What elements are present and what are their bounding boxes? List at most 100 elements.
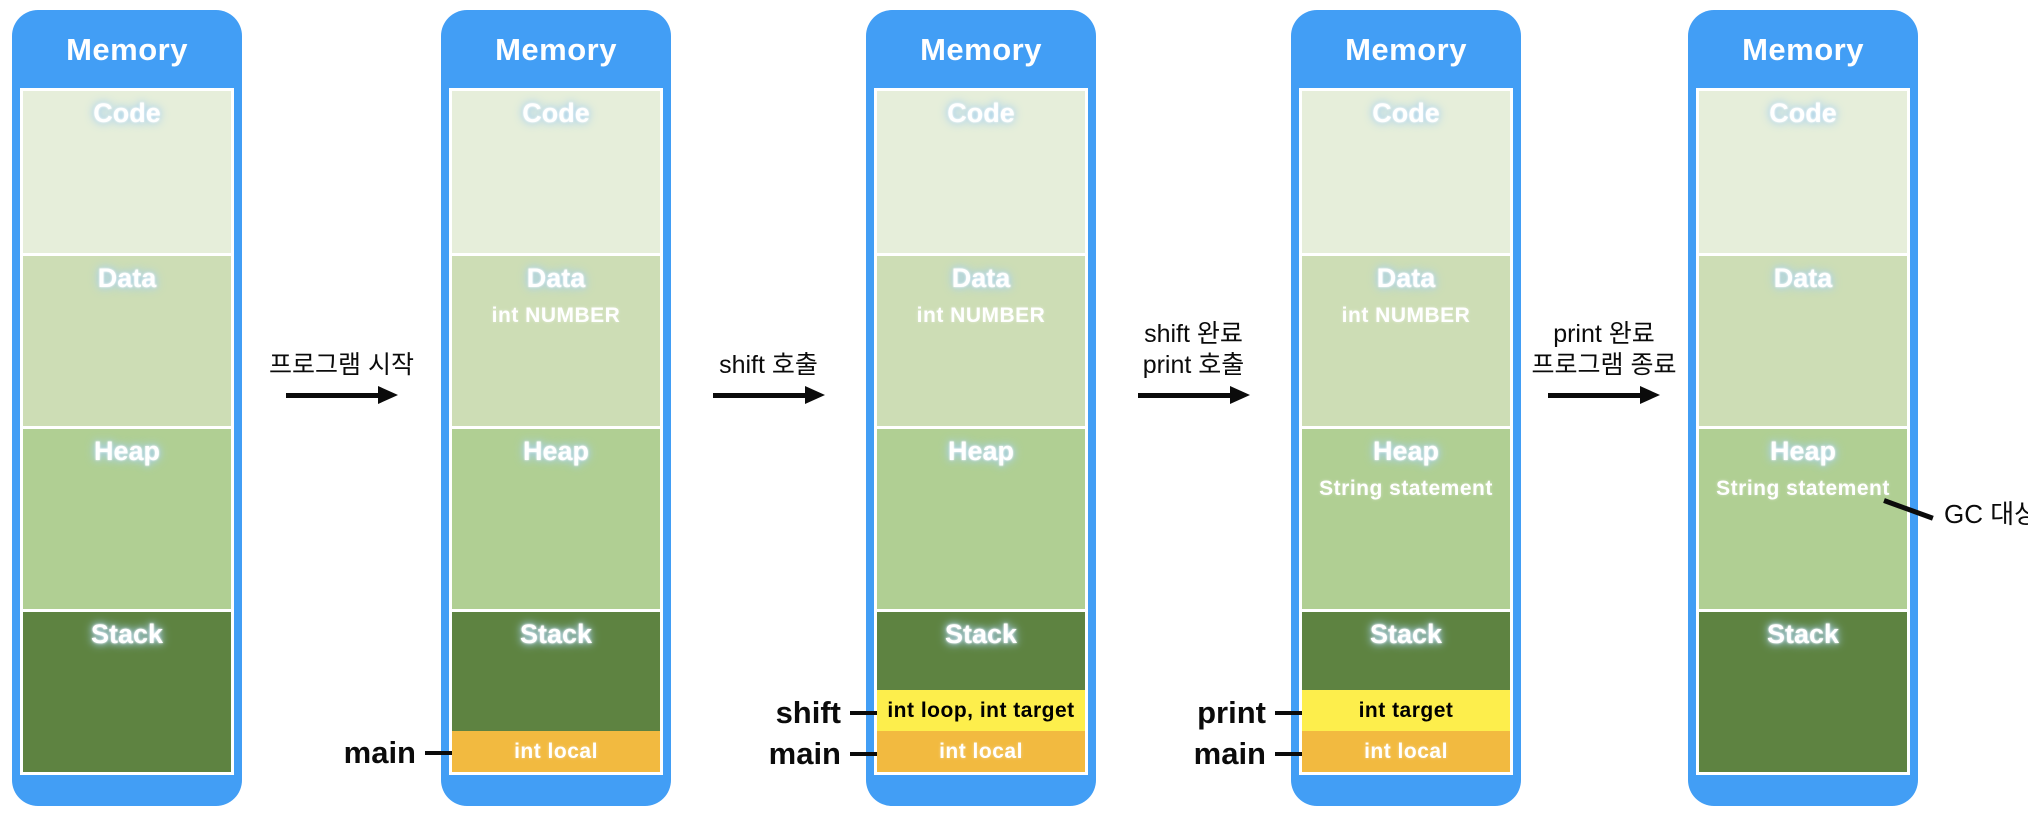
heap-label: Heap [93,436,161,466]
code-section: Code [1302,91,1510,253]
stack-label: Stack [90,619,164,649]
arrow-head [804,386,825,404]
code-section: Code [877,91,1085,253]
stack-frames: int target int local [1302,690,1510,772]
memory-diagram-step4: Memory Code Data int NUMBER Heap String … [1291,10,1521,806]
pointer-label: main [1193,736,1266,771]
pointer-line [425,751,452,755]
stack-section: Stack int local [452,612,660,772]
stack-frame-main: int local [877,731,1085,772]
arrow-label-line1: shift 호출 [719,351,818,379]
pointer-main-step4: main [1130,736,1302,772]
heap-content: String statement [1319,477,1493,500]
heap-section: Heap [452,429,660,609]
right-arrow-icon [285,386,398,404]
arrow-shaft [1137,392,1230,398]
heap-section: Heap [877,429,1085,609]
heap-label: Heap [1769,436,1837,466]
arrow-label-line1: shift 완료 [1144,320,1243,348]
pointer-line [850,711,877,715]
pointer-line [850,752,877,756]
heap-label: Heap [947,436,1015,466]
arrow-head [1229,386,1250,404]
memory-title: Memory [920,32,1042,67]
stack-section: Stack int target int local [1302,612,1510,772]
pointer-label: print [1197,695,1266,730]
code-section: Code [23,91,231,253]
data-label: Data [951,263,1011,293]
code-section: Code [1699,91,1907,253]
data-content: int NUMBER [916,304,1046,327]
data-label: Data [1773,263,1833,293]
stack-label: Stack [944,619,1018,649]
stack-section: Stack [1699,612,1907,772]
stack-frames: int loop, int target int local [877,690,1085,772]
data-section: Data [23,256,231,426]
arrow-shaft [712,392,805,398]
heap-section: Heap String statement [1302,429,1510,609]
pointer-line [1275,711,1302,715]
data-label: Data [97,263,157,293]
data-content: int NUMBER [1341,304,1471,327]
memory-title: Memory [1742,32,1864,67]
memory-sections: Code Data int NUMBER Heap Stack int loca… [449,88,663,775]
code-label: Code [1372,98,1440,128]
right-arrow-icon [1137,386,1250,404]
transition-program-start: 프로그램 시작 [242,328,441,404]
data-section: Data int NUMBER [452,256,660,426]
memory-sections: Code Data Heap String statement Stack [1696,88,1910,775]
arrow-label-line2: 프로그램 종료 [1531,351,1677,379]
stack-frames: int local [452,731,660,772]
stack-frame-main: int local [452,731,660,772]
code-label: Code [947,98,1015,128]
memory-sections: Code Data Heap Stack [20,88,234,775]
pointer-shift-step3: shift [705,695,877,731]
transition-print-done-program-end: print 완료 프로그램 종료 [1519,320,1689,404]
data-label: Data [526,263,586,293]
heap-label: Heap [522,436,590,466]
stack-frame-shift: int loop, int target [877,690,1085,731]
data-content: int NUMBER [491,304,621,327]
memory-title: Memory [1345,32,1467,67]
right-arrow-icon [712,386,825,404]
arrow-shaft [285,392,378,398]
arrow-label-line1: 프로그램 시작 [269,351,414,379]
heap-section: Heap String statement [1699,429,1907,609]
heap-label: Heap [1372,436,1440,466]
right-arrow-icon [1548,386,1660,404]
stack-section: Stack [23,612,231,772]
code-label: Code [522,98,590,128]
memory-diagram-step5: Memory Code Data Heap String statement S… [1688,10,1918,806]
data-section: Data int NUMBER [877,256,1085,426]
gc-target-label: GC 대상 [1944,499,2028,529]
stack-label: Stack [519,619,593,649]
memory-diagram-step1: Memory Code Data Heap Stack [12,10,242,806]
arrow-shaft [1548,392,1640,398]
heap-section: Heap [23,429,231,609]
code-section: Code [452,91,660,253]
memory-diagram-step3: Memory Code Data int NUMBER Heap Stack i… [866,10,1096,806]
data-label: Data [1376,263,1436,293]
code-label: Code [1769,98,1837,128]
arrow-label-line1: print 완료 [1553,320,1655,348]
memory-title: Memory [66,32,188,67]
arrow-label-line2: print 호출 [1142,351,1245,379]
stack-label: Stack [1766,619,1840,649]
pointer-label: main [768,736,841,771]
data-section: Data [1699,256,1907,426]
transition-shift-done-print-call: shift 완료 print 호출 [1096,320,1291,404]
transition-shift-call: shift 호출 [671,328,866,404]
arrow-head [1640,386,1660,404]
arrow-head [377,386,398,404]
pointer-print-step4: print [1130,695,1302,731]
stack-frame-print: int target [1302,690,1510,731]
pointer-label: main [343,735,416,770]
stack-section: Stack int loop, int target int local [877,612,1085,772]
stack-frame-main: int local [1302,731,1510,772]
data-section: Data int NUMBER [1302,256,1510,426]
pointer-main-step2: main [280,735,452,771]
pointer-line [1275,752,1302,756]
memory-title: Memory [495,32,617,67]
pointer-main-step3: main [705,736,877,772]
